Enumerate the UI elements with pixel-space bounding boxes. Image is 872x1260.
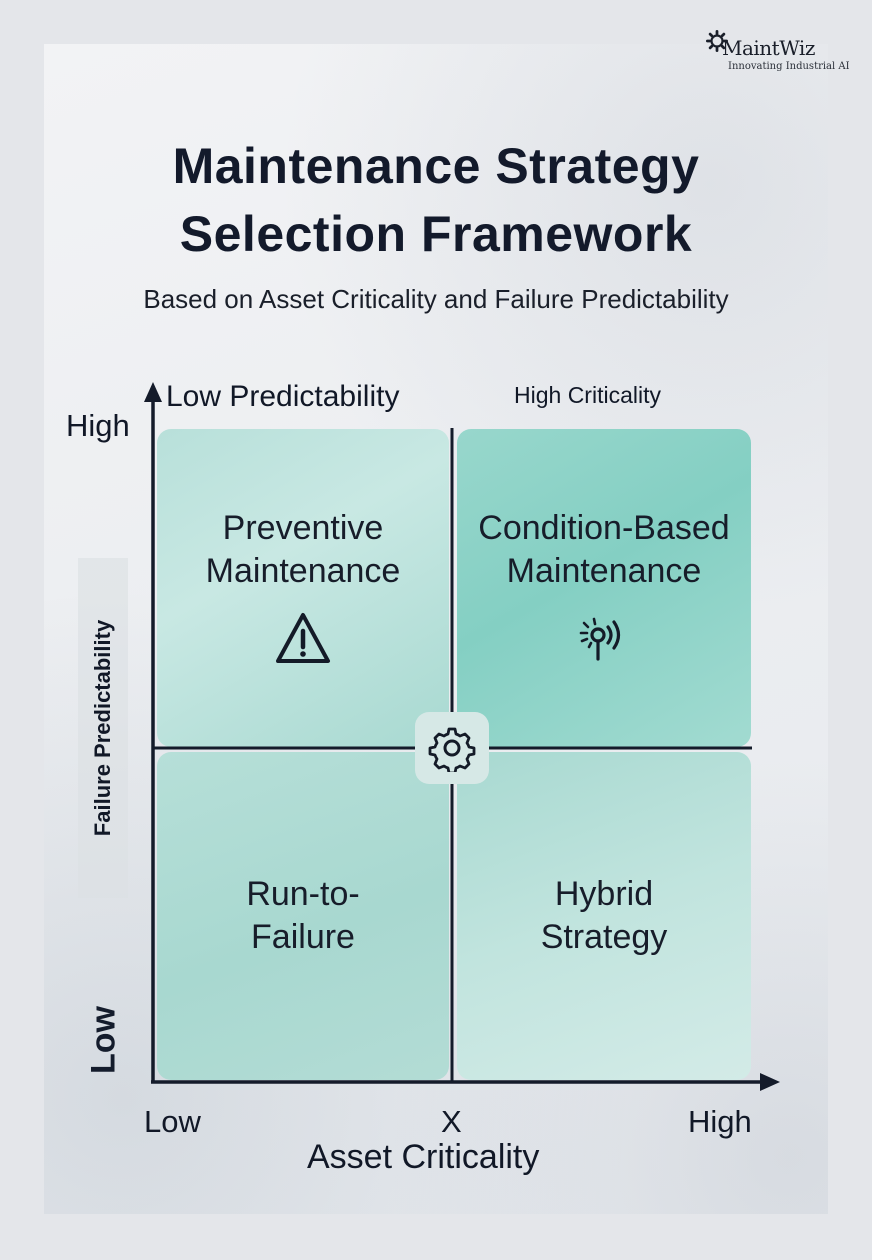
quadrant-run-to-failure: Run-to- Failure — [157, 752, 449, 1080]
gear-icon — [428, 727, 476, 772]
quadrant-title-line-2: Maintenance — [506, 552, 702, 590]
x-axis-mid-label: X — [441, 1104, 462, 1139]
brand-name: MaintWiz — [722, 36, 815, 60]
quadrant-condition-based-maintenance: Condition-Based Maintenance — [457, 429, 751, 747]
y-axis-low-label: Low — [74, 1005, 134, 1075]
quadrant-title-line-2: Failure — [251, 918, 355, 956]
x-axis-low-label: Low — [144, 1104, 201, 1139]
brand-tagline: Innovating Industrial AI — [728, 61, 850, 72]
page-title: Maintenance Strategy Selection Framework — [0, 132, 872, 268]
center-gear-badge — [415, 712, 489, 784]
y-axis-high-label: High — [66, 408, 130, 443]
title-line-2: Selection Framework — [179, 206, 693, 262]
quadrant-preventive-maintenance: Preventive Maintenance — [157, 429, 449, 747]
quadrant-title-line-2: Maintenance — [205, 552, 401, 590]
quadrant-title-line-1: Run-to- — [246, 875, 360, 913]
warning-triangle-icon — [273, 609, 333, 669]
high-criticality-label: High Criticality — [514, 382, 661, 408]
gear-logo-icon — [706, 30, 728, 52]
quadrant-title-line-2: Strategy — [540, 918, 668, 956]
quadrant-title-line-1: Hybrid — [554, 875, 654, 913]
x-axis-title: Asset Criticality — [307, 1138, 540, 1176]
quadrant-title-line-1: Preventive — [222, 509, 384, 547]
quadrant-hybrid-strategy: Hybrid Strategy — [457, 752, 751, 1080]
y-axis-low-text: Low — [84, 1006, 123, 1074]
quadrant-title-line-1: Condition-Based — [478, 509, 730, 547]
title-line-1: Maintenance Strategy — [172, 138, 700, 194]
page-subtitle: Based on Asset Criticality and Failure P… — [143, 284, 729, 314]
sensor-signal-icon — [574, 609, 634, 669]
y-axis-title: Failure Predictability — [78, 558, 128, 898]
low-predictability-label: Low Predictability — [166, 380, 400, 413]
x-axis-high-label: High — [688, 1104, 752, 1139]
y-axis-title-text: Failure Predictability — [90, 619, 115, 837]
brand-logo: MaintWiz Innovating Industrial AI — [706, 30, 850, 80]
